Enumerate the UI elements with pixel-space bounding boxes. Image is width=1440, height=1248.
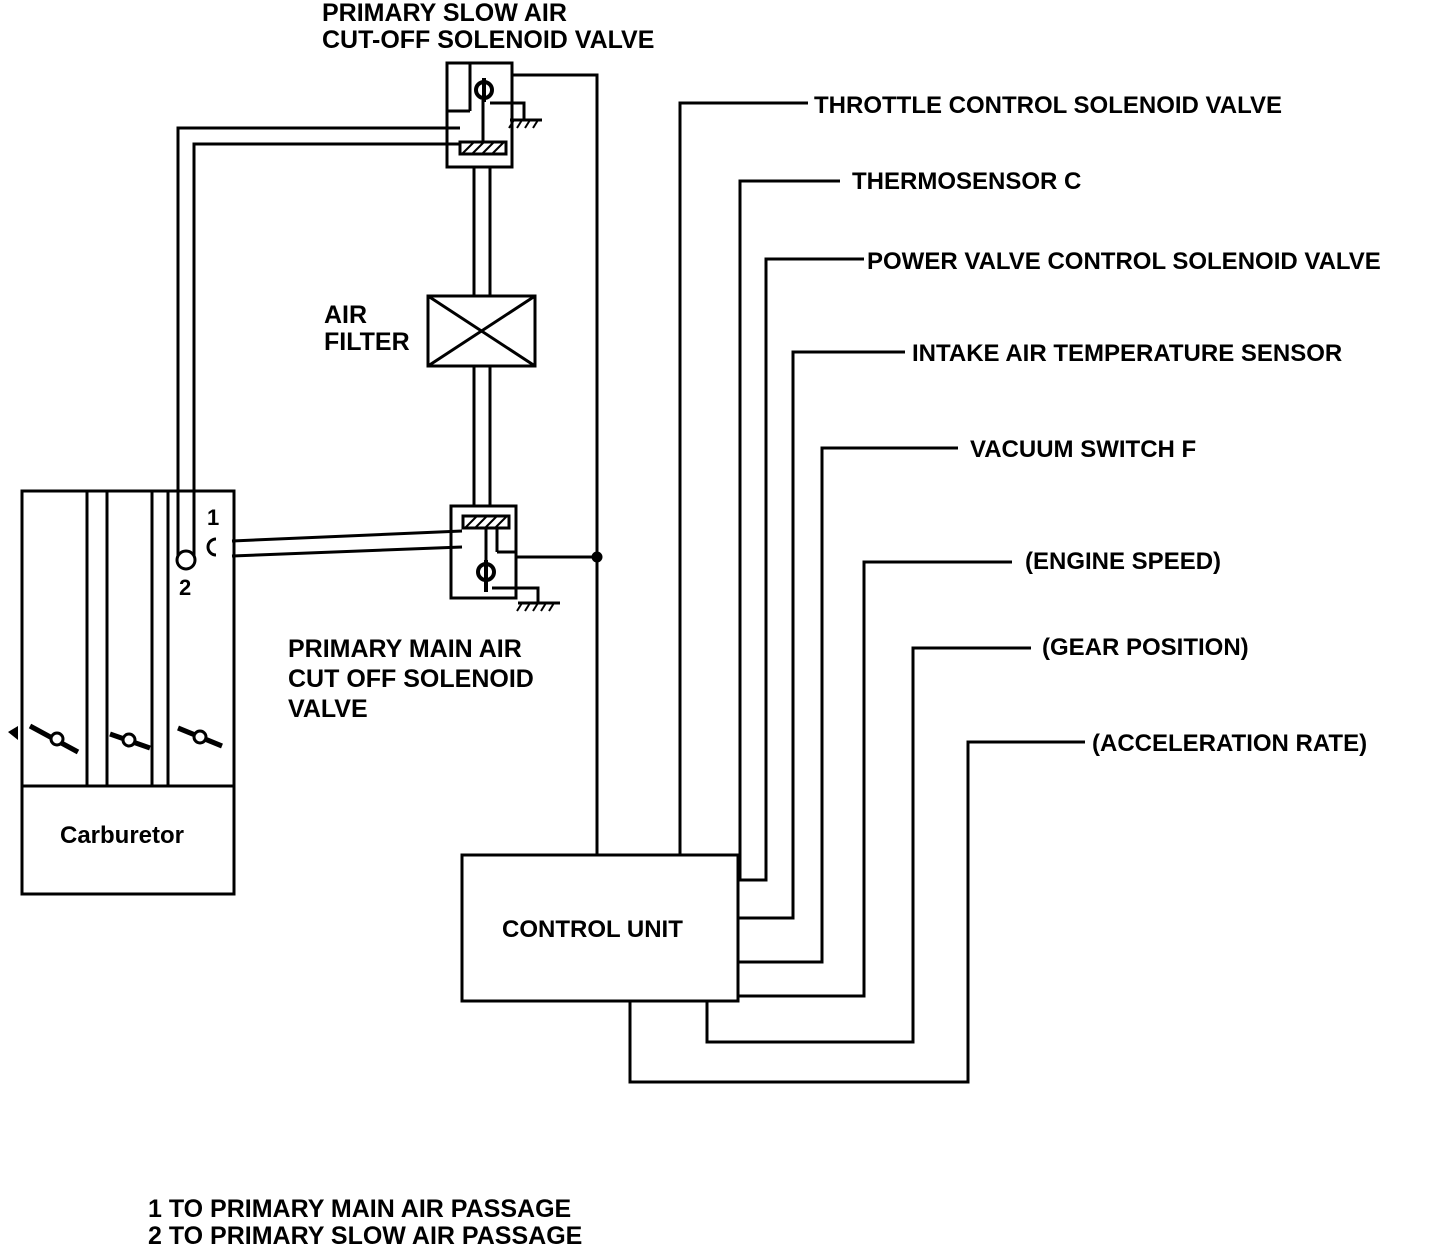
carburetor-label: Carburetor xyxy=(60,822,185,849)
signal-label-vacuum-switch-f: VACUUM SWITCH F xyxy=(970,436,1197,463)
slow-valve-label: PRIMARY SLOW AIR CUT-OFF SOLENOID VALVE xyxy=(322,0,654,54)
signal-label-engine-speed: (ENGINE SPEED) xyxy=(1025,548,1222,575)
signal-label-intake-air-temp: INTAKE AIR TEMPERATURE SENSOR xyxy=(912,340,1343,367)
signal-label-throttle-control: THROTTLE CONTROL SOLENOID VALVE xyxy=(814,92,1282,119)
main-valve-label: PRIMARY MAIN AIR CUT OFF SOLENOID VALVE xyxy=(288,634,534,724)
signal-label-gear-position: (GEAR POSITION) xyxy=(1042,634,1249,661)
solenoid-wiring xyxy=(512,73,603,855)
slow-valve-label-line-1: PRIMARY SLOW AIR xyxy=(322,0,567,27)
air-filter-label-line-2: FILTER xyxy=(324,328,410,356)
slow-air-solenoid-valve xyxy=(445,61,542,169)
filter-tube xyxy=(472,167,492,506)
signal-wires xyxy=(628,101,1085,1084)
main-valve-label-line-1: PRIMARY MAIN AIR xyxy=(288,635,522,663)
legend-item-2: 2 TO PRIMARY SLOW AIR PASSAGE xyxy=(148,1222,583,1248)
air-filter-symbol xyxy=(426,294,537,368)
air-filter-label: AIR FILTER xyxy=(324,302,410,356)
signal-label-power-valve: POWER VALVE CONTROL SOLENOID VALVE xyxy=(867,248,1381,275)
main-valve-label-line-2: CUT OFF SOLENOID xyxy=(288,665,534,693)
port-2-label: 2 xyxy=(179,575,192,600)
signal-label-acceleration-rate: (ACCELERATION RATE) xyxy=(1092,730,1368,757)
air-filter-label-line-1: AIR xyxy=(324,301,368,329)
carburetor-body xyxy=(20,489,236,896)
signal-label-thermosensor-c: THERMOSENSOR C xyxy=(852,168,1082,195)
slow-valve-label-line-2: CUT-OFF SOLENOID VALVE xyxy=(322,26,655,54)
legend: 1 TO PRIMARY MAIN AIR PASSAGE 2 TO PRIMA… xyxy=(148,1196,582,1248)
main-air-tube xyxy=(206,529,463,558)
control-unit-label: CONTROL UNIT xyxy=(502,916,683,943)
control-unit-box xyxy=(460,853,740,1003)
port-1-label: 1 xyxy=(207,505,220,530)
main-air-solenoid-valve xyxy=(449,504,560,612)
legend-item-1: 1 TO PRIMARY MAIN AIR PASSAGE xyxy=(148,1195,572,1223)
slow-air-tube xyxy=(175,126,460,571)
main-valve-label-line-3: VALVE xyxy=(288,695,368,723)
throttle-plates xyxy=(8,723,223,755)
